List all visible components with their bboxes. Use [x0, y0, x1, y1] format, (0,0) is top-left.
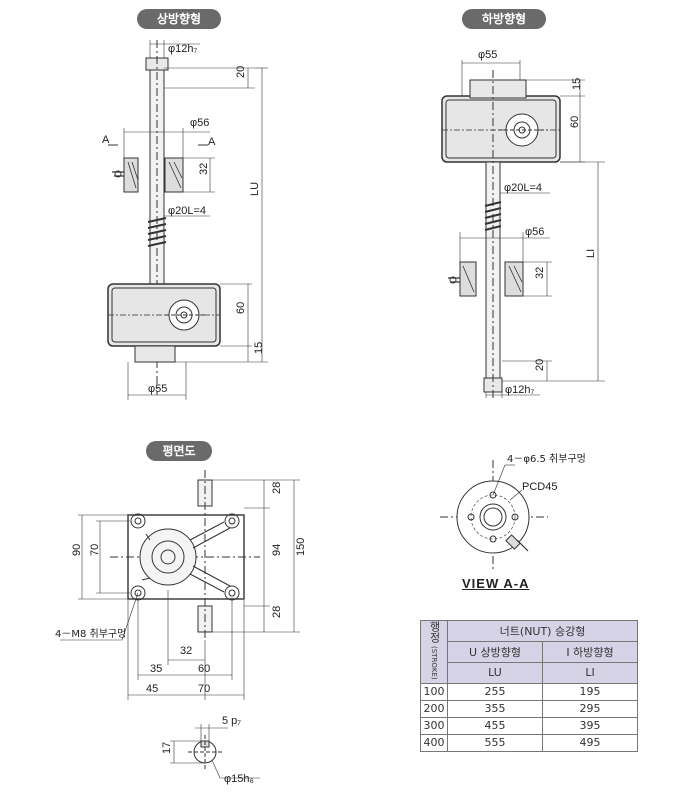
lower-dim-15: 15 [571, 78, 583, 90]
upper-a-left: A [102, 134, 110, 146]
stroke-header-sub: (STROKE) [430, 646, 438, 680]
upper-dim-60: 60 [235, 302, 247, 314]
view-pcd: PCD45 [522, 481, 557, 493]
view-aa-drawing [440, 460, 548, 572]
plan-view-title: 평면도 [146, 441, 212, 461]
shaft-end-detail [170, 724, 260, 779]
lower-d56: φ56 [525, 226, 544, 238]
lu-subheader: LU [447, 661, 543, 684]
plan-dim-70-left: 70 [89, 544, 101, 556]
plan-dim-150: 150 [295, 538, 307, 556]
plan-d15h6: φ15h₆ [224, 773, 254, 785]
lu-cell: 255 [447, 682, 543, 701]
table-row: 300 455 395 [420, 716, 638, 735]
stroke-cell: 400 [420, 733, 448, 752]
nut-header: 너트(NUT) 승강형 [447, 620, 638, 642]
li-subheader: LI [542, 661, 638, 684]
lower-dim-20: 20 [534, 359, 546, 371]
plan-dim-60: 60 [198, 663, 210, 675]
plan-dim-45: 45 [146, 683, 158, 695]
upper-d55: φ55 [148, 383, 167, 395]
stroke-header-label: 행정 [428, 621, 441, 643]
upper-d56: φ56 [190, 117, 209, 129]
l-header: I 하방향형 [542, 640, 638, 663]
view-holes: 4－φ6.5 취부구멍 [507, 453, 586, 465]
table-row: 200 355 295 [420, 699, 638, 718]
stroke-header: 행정 (STROKE) [420, 620, 448, 684]
plan-dim-17: 17 [161, 742, 173, 754]
u-header: U 상방향형 [447, 640, 543, 663]
plan-dim-28-top: 28 [271, 482, 283, 494]
upper-lu: LU [249, 182, 261, 196]
plan-dim-32: 32 [180, 645, 192, 657]
table-row: 100 255 195 [420, 682, 638, 701]
lu-cell: 455 [447, 716, 543, 735]
plan-dim-28-bottom: 28 [271, 606, 283, 618]
lower-dim-32: 32 [534, 267, 546, 279]
plan-dim-35: 35 [150, 663, 162, 675]
upper-dim-20: 20 [235, 66, 247, 78]
lower-type-title: 하방향형 [462, 9, 546, 29]
lower-dim-60: 60 [569, 116, 581, 128]
stroke-cell: 100 [420, 682, 448, 701]
lower-assembly [441, 60, 605, 400]
plan-dim-70-bottom: 70 [198, 683, 210, 695]
table-row: 400 555 495 [420, 733, 638, 752]
stroke-cell: 200 [420, 699, 448, 718]
plan-dim-94: 94 [271, 544, 283, 556]
view-aa-title: VIEW A-A [462, 576, 530, 591]
upper-dim-32: 32 [198, 163, 210, 175]
lu-cell: 355 [447, 699, 543, 718]
li-cell: 295 [542, 699, 638, 718]
li-cell: 495 [542, 733, 638, 752]
lower-d55: φ55 [478, 49, 497, 61]
plan-dim-90: 90 [71, 544, 83, 556]
plan-view-drawing [60, 470, 300, 700]
lower-d12h7: φ12h₇ [505, 384, 534, 396]
spec-table: 행정 (STROKE) 너트(NUT) 승강형 U 상방향형 I 하방향형 LU… [420, 620, 638, 752]
upper-a-right: A [208, 136, 216, 148]
li-cell: 395 [542, 716, 638, 735]
lower-d20l4: φ20L=4 [504, 182, 542, 194]
upper-dim-15: 15 [253, 342, 265, 354]
upper-d20l4: φ20L=4 [168, 205, 206, 217]
upper-d12h7: φ12h₇ [168, 43, 197, 55]
lu-cell: 555 [447, 733, 543, 752]
upper-assembly [107, 40, 268, 400]
lower-li: LI [585, 249, 597, 258]
stroke-cell: 300 [420, 716, 448, 735]
plan-m8: 4－M8 취부구멍 [55, 628, 126, 640]
plan-key-5p7: 5 p₇ [222, 715, 241, 727]
li-cell: 195 [542, 682, 638, 701]
upper-type-title: 상방향형 [137, 9, 221, 29]
